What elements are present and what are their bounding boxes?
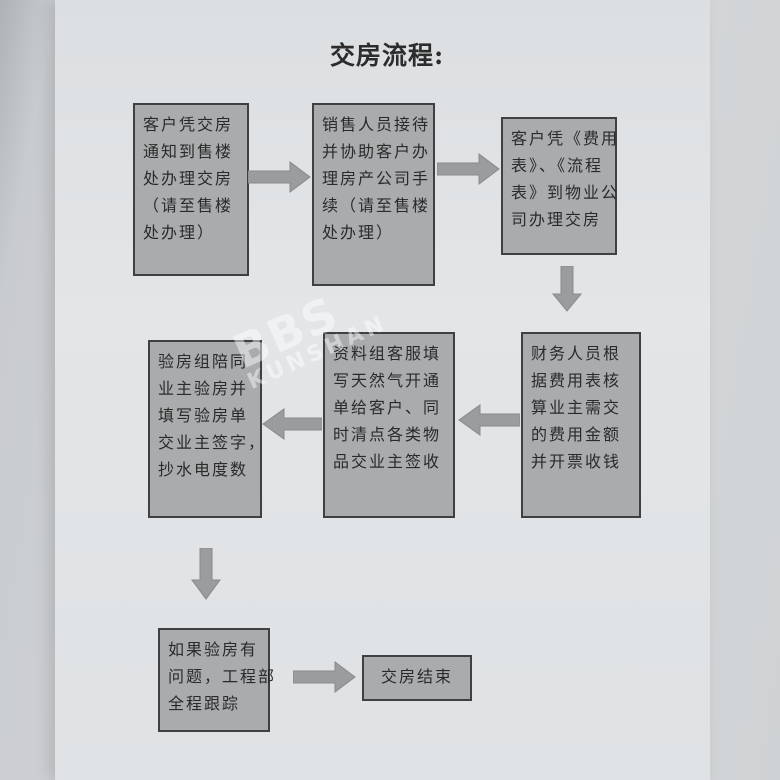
step-3-box: 客户凭《费用 表》、《流程 表》到物业公 司办理交房 (501, 117, 617, 255)
arrow-left-icon (262, 408, 322, 440)
arrow-down-icon (552, 266, 582, 312)
step-6-line-3: 填写验房单 (158, 406, 249, 425)
step-5-line-1: 资料组客服填 (333, 344, 442, 363)
step-7-box: 如果验房有 问题，工程部 全程跟踪 (158, 628, 277, 732)
step-7-line-1: 如果验房有 (168, 640, 259, 659)
step-3-line-4: 司办理交房 (511, 210, 602, 229)
step-2-line-1: 销售人员接待 (322, 115, 431, 134)
arrow-right-icon (437, 153, 500, 185)
step-4-box: 财务人员根 据费用表核 算业主需交 的费用金额 并开票收钱 (521, 332, 641, 518)
step-4-line-1: 财务人员根 (531, 344, 622, 363)
step-4-line-2: 据费用表核 (531, 371, 622, 390)
step-6-line-1: 验房组陪同 (158, 352, 249, 371)
arrow-right-icon (248, 161, 311, 193)
step-5-line-3: 单给客户、同 (333, 398, 442, 417)
step-5-line-4: 时清点各类物 (333, 425, 442, 444)
step-8-line-1: 交房结束 (380, 667, 453, 686)
step-1-line-5: 处办理） (143, 223, 216, 242)
step-6-line-4: 交业主签字， (158, 433, 267, 452)
step-2-line-4: 续（请至售楼 (322, 196, 431, 215)
step-1-line-2: 通知到售楼 (143, 142, 234, 161)
step-3-line-2: 表》、《流程 (511, 156, 604, 175)
step-6-line-2: 业主验房并 (158, 379, 249, 398)
step-7-line-2: 问题，工程部 (168, 667, 277, 686)
step-2-line-5: 处办理） (322, 223, 395, 242)
arrow-left-icon (458, 404, 520, 436)
step-6-box: 验房组陪同 业主验房并 填写验房单 交业主签字， 抄水电度数 (148, 340, 267, 518)
arrow-down-icon (191, 548, 221, 600)
step-5-line-2: 写天然气开通 (333, 371, 442, 390)
step-7-line-3: 全程跟踪 (168, 694, 241, 713)
arrow-right-icon (293, 661, 356, 693)
step-3-line-1: 客户凭《费用 (511, 129, 620, 148)
step-2-line-3: 理房产公司手 (322, 169, 431, 188)
step-3-line-3: 表》到物业公 (511, 183, 620, 202)
step-1-box: 客户凭交房 通知到售楼 处办理交房 （请至售楼 处办理） (133, 103, 249, 276)
step-4-line-3: 算业主需交 (531, 398, 622, 417)
step-5-box: 资料组客服填 写天然气开通 单给客户、同 时清点各类物 品交业主签收 (323, 332, 455, 518)
step-2-box: 销售人员接待 并协助客户办 理房产公司手 续（请至售楼 处办理） (312, 103, 435, 286)
step-6-line-5: 抄水电度数 (158, 460, 249, 479)
step-5-line-5: 品交业主签收 (333, 452, 442, 471)
step-1-line-3: 处办理交房 (143, 169, 234, 188)
page-title: 交房流程: (330, 41, 445, 70)
step-4-line-4: 的费用金额 (531, 425, 622, 444)
step-1-line-4: （请至售楼 (143, 196, 234, 215)
step-8-box: 交房结束 (362, 655, 472, 701)
step-4-line-5: 并开票收钱 (531, 452, 622, 471)
step-1-line-1: 客户凭交房 (143, 115, 234, 134)
step-2-line-2: 并协助客户办 (322, 142, 431, 161)
